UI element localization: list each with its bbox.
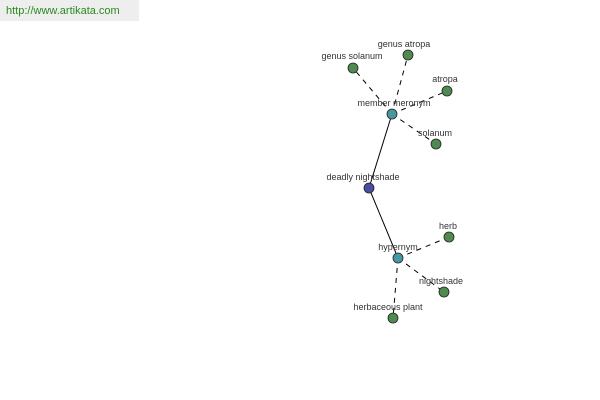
edges-group <box>352 54 450 319</box>
source-link[interactable]: http://www.artikata.com <box>0 0 139 21</box>
node-marker-member-meronym[interactable] <box>386 108 398 120</box>
edge-center-to-hypernym <box>368 187 399 259</box>
edge-hypernym-to-herbaceous-plant <box>392 257 399 319</box>
node-label-herbaceous-plant: herbaceous plant <box>353 302 423 312</box>
node-label-solanum: solanum <box>418 128 452 138</box>
node-marker-nightshade[interactable] <box>438 286 450 298</box>
node-hypernym[interactable]: hypernym <box>378 242 418 264</box>
node-label-genus-atropa: genus atropa <box>378 39 431 49</box>
node-herbaceous-plant[interactable]: herbaceous plant <box>353 302 423 324</box>
node-label-hypernym: hypernym <box>378 242 418 252</box>
node-center[interactable]: deadly nightshade <box>326 172 400 194</box>
edge-hypernym-to-nightshade <box>397 257 445 293</box>
node-marker-genus-atropa[interactable] <box>402 49 414 61</box>
node-marker-atropa[interactable] <box>441 85 453 97</box>
node-nightshade[interactable]: nightshade <box>419 276 463 298</box>
node-marker-solanum[interactable] <box>430 138 442 150</box>
node-label-center: deadly nightshade <box>326 172 399 182</box>
edge-member-meronym-to-genus-solanum <box>352 67 393 115</box>
node-genus-atropa[interactable]: genus atropa <box>378 39 431 61</box>
nodes-group: deadly nightshade member meronym hypernym g… <box>321 39 463 324</box>
node-marker-herbaceous-plant[interactable] <box>387 312 399 324</box>
node-atropa[interactable]: atropa <box>432 74 458 97</box>
node-label-herb: herb <box>439 221 457 231</box>
node-solanum[interactable]: solanum <box>418 128 452 150</box>
node-marker-hypernym[interactable] <box>392 252 404 264</box>
node-marker-herb[interactable] <box>443 231 455 243</box>
edge-member-meronym-to-solanum <box>391 113 437 145</box>
node-genus-solanum[interactable]: genus solanum <box>321 51 383 74</box>
node-marker-center[interactable] <box>363 182 375 194</box>
node-herb[interactable]: herb <box>439 221 457 243</box>
node-label-genus-solanum: genus solanum <box>321 51 382 61</box>
node-label-atropa: atropa <box>432 74 458 84</box>
edge-member-meronym-to-genus-atropa <box>391 54 409 115</box>
node-label-nightshade: nightshade <box>419 276 463 286</box>
node-marker-genus-solanum[interactable] <box>347 62 359 74</box>
edge-center-to-member-meronym <box>368 113 393 189</box>
node-label-member-meronym: member meronym <box>357 98 430 108</box>
node-member-meronym[interactable]: member meronym <box>357 98 431 120</box>
